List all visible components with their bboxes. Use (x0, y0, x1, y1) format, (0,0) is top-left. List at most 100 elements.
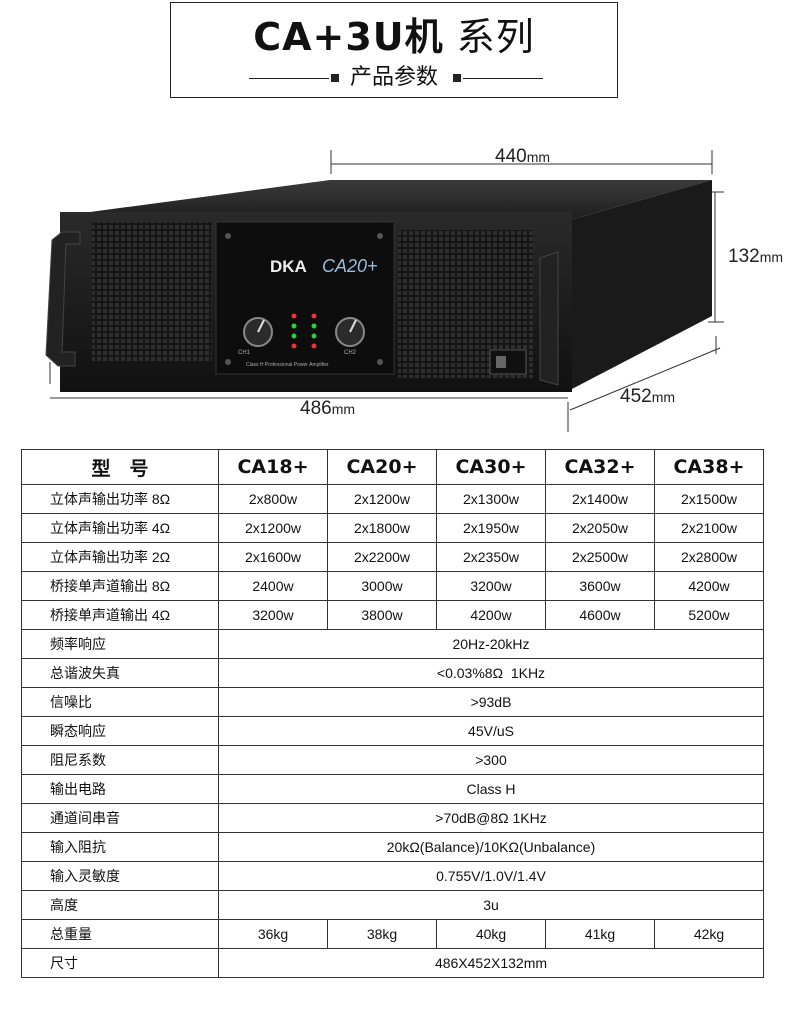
model-header: CA38+ (654, 449, 764, 485)
row-label: 频率响应 (21, 629, 219, 659)
dimension-length-label: 486mm (300, 398, 356, 419)
row-label: 瞬态响应 (21, 716, 219, 746)
left-handle (45, 231, 81, 367)
table-cell: 2x1950w (436, 513, 546, 543)
table-cell: 2x2800w (654, 542, 764, 572)
table-cell: >93dB (218, 687, 764, 717)
table-row: 立体声输出功率 4Ω 2x1200w 2x1800w 2x1950w 2x205… (21, 513, 764, 543)
row-label: 立体声输出功率 2Ω (21, 542, 219, 572)
row-label: 桥接单声道输出 4Ω (21, 600, 219, 630)
row-label: 阻尼系数 (21, 745, 219, 775)
page-title: CA+3U机 系列 (171, 17, 617, 57)
table-cell: 486X452X132mm (218, 948, 764, 978)
table-cell: 2x1400w (545, 484, 655, 514)
table-cell: 4200w (654, 571, 764, 601)
dimension-height-label: 132mm (728, 246, 784, 267)
table-cell: 4600w (545, 600, 655, 630)
table-row: 总谐波失真 <0.03%8Ω 1KHz (21, 658, 764, 688)
row-label: 输入灵敏度 (21, 861, 219, 891)
panel-caption: Class H Professional Power Amplifier (246, 362, 329, 368)
table-cell: 40kg (436, 919, 546, 949)
power-switch (489, 349, 527, 375)
subtitle-line-left (249, 78, 329, 79)
table-cell: 2x2100w (654, 513, 764, 543)
table-cell: 3200w (218, 600, 328, 630)
model-header-label: 型 号 (21, 449, 219, 485)
table-cell: 2x1500w (654, 484, 764, 514)
table-row: 输入阻抗 20kΩ(Balance)/10KΩ(Unbalance) (21, 832, 764, 862)
table-cell: 2x800w (218, 484, 328, 514)
row-label: 尺寸 (21, 948, 219, 978)
row-label: 总重量 (21, 919, 219, 949)
table-cell: 2400w (218, 571, 328, 601)
row-label: 信噪比 (21, 687, 219, 717)
table-row: 立体声输出功率 8Ω 2x800w 2x1200w 2x1300w 2x1400… (21, 484, 764, 514)
subtitle-row: 产品参数 (171, 65, 617, 91)
subtitle-square-right (453, 74, 461, 82)
title-series-name: CA+3U机 (253, 15, 444, 59)
table-row: 信噪比 >93dB (21, 687, 764, 717)
table-row: 阻尼系数 >300 (21, 745, 764, 775)
table-row: 桥接单声道输出 8Ω 2400w 3000w 3200w 3600w 4200w (21, 571, 764, 601)
row-label: 立体声输出功率 8Ω (21, 484, 219, 514)
table-cell: 45V/uS (218, 716, 764, 746)
model-header: CA30+ (436, 449, 546, 485)
page-subtitle: 产品参数 (349, 65, 438, 90)
right-handle (539, 251, 559, 386)
table-cell: 2x2500w (545, 542, 655, 572)
product-photo-area: DKA CA20+ Class H Professional Power Amp… (0, 140, 790, 440)
table-row: 总重量 36kg 38kg 40kg 41kg 42kg (21, 919, 764, 949)
ch1-label: CH1 (238, 350, 251, 356)
title-series-suffix: 系列 (456, 15, 535, 59)
table-row: 尺寸 486X452X132mm (21, 948, 764, 978)
table-cell: 2x2200w (327, 542, 437, 572)
table-row: 频率响应 20Hz-20kHz (21, 629, 764, 659)
table-row: 瞬态响应 45V/uS (21, 716, 764, 746)
panel-screws (225, 233, 383, 365)
row-label: 总谐波失真 (21, 658, 219, 688)
dimension-depth-label: 452mm (620, 386, 676, 407)
table-cell: 3800w (327, 600, 437, 630)
table-cell: Class H (218, 774, 764, 804)
status-leds (291, 313, 317, 349)
model-header: CA18+ (218, 449, 328, 485)
subtitle-line-right (463, 78, 543, 79)
table-cell: 2x2350w (436, 542, 546, 572)
table-cell: 2x2050w (545, 513, 655, 543)
table-cell: 41kg (545, 919, 655, 949)
table-cell: 3u (218, 890, 764, 920)
table-cell: >70dB@8Ω 1KHz (218, 803, 764, 833)
table-row: 输入灵敏度 0.755V/1.0V/1.4V (21, 861, 764, 891)
amplifier-illustration: DKA CA20+ Class H Professional Power Amp… (45, 150, 724, 432)
table-cell: 3200w (436, 571, 546, 601)
table-row: 高度 3u (21, 890, 764, 920)
table-cell: 2x1200w (327, 484, 437, 514)
table-cell: 5200w (654, 600, 764, 630)
model-header: CA20+ (327, 449, 437, 485)
spec-header-row: 型 号 CA18+ CA20+ CA30+ CA32+ CA38+ (21, 449, 764, 485)
table-cell: 42kg (654, 919, 764, 949)
left-vent-grille (92, 222, 212, 362)
table-cell: 2x1200w (218, 513, 328, 543)
brand-logo: DKA (270, 257, 307, 276)
row-label: 桥接单声道输出 8Ω (21, 571, 219, 601)
table-cell: 3600w (545, 571, 655, 601)
row-label: 立体声输出功率 4Ω (21, 513, 219, 543)
table-cell: 2x1300w (436, 484, 546, 514)
chassis-top (90, 180, 712, 220)
row-label: 通道间串音 (21, 803, 219, 833)
ch2-label: CH2 (344, 350, 357, 356)
table-cell: 20Hz-20kHz (218, 629, 764, 659)
table-cell: 0.755V/1.0V/1.4V (218, 861, 764, 891)
control-panel (215, 221, 395, 375)
table-row: 桥接单声道输出 4Ω 3200w 3800w 4200w 4600w 5200w (21, 600, 764, 630)
table-cell: 2x1600w (218, 542, 328, 572)
row-label: 高度 (21, 890, 219, 920)
row-label: 输入阻抗 (21, 832, 219, 862)
table-cell: 3000w (327, 571, 437, 601)
table-cell: <0.03%8Ω 1KHz (218, 658, 764, 688)
row-label: 输出电路 (21, 774, 219, 804)
table-cell: 36kg (218, 919, 328, 949)
dimension-width-label: 440mm (495, 146, 551, 167)
model-header: CA32+ (545, 449, 655, 485)
